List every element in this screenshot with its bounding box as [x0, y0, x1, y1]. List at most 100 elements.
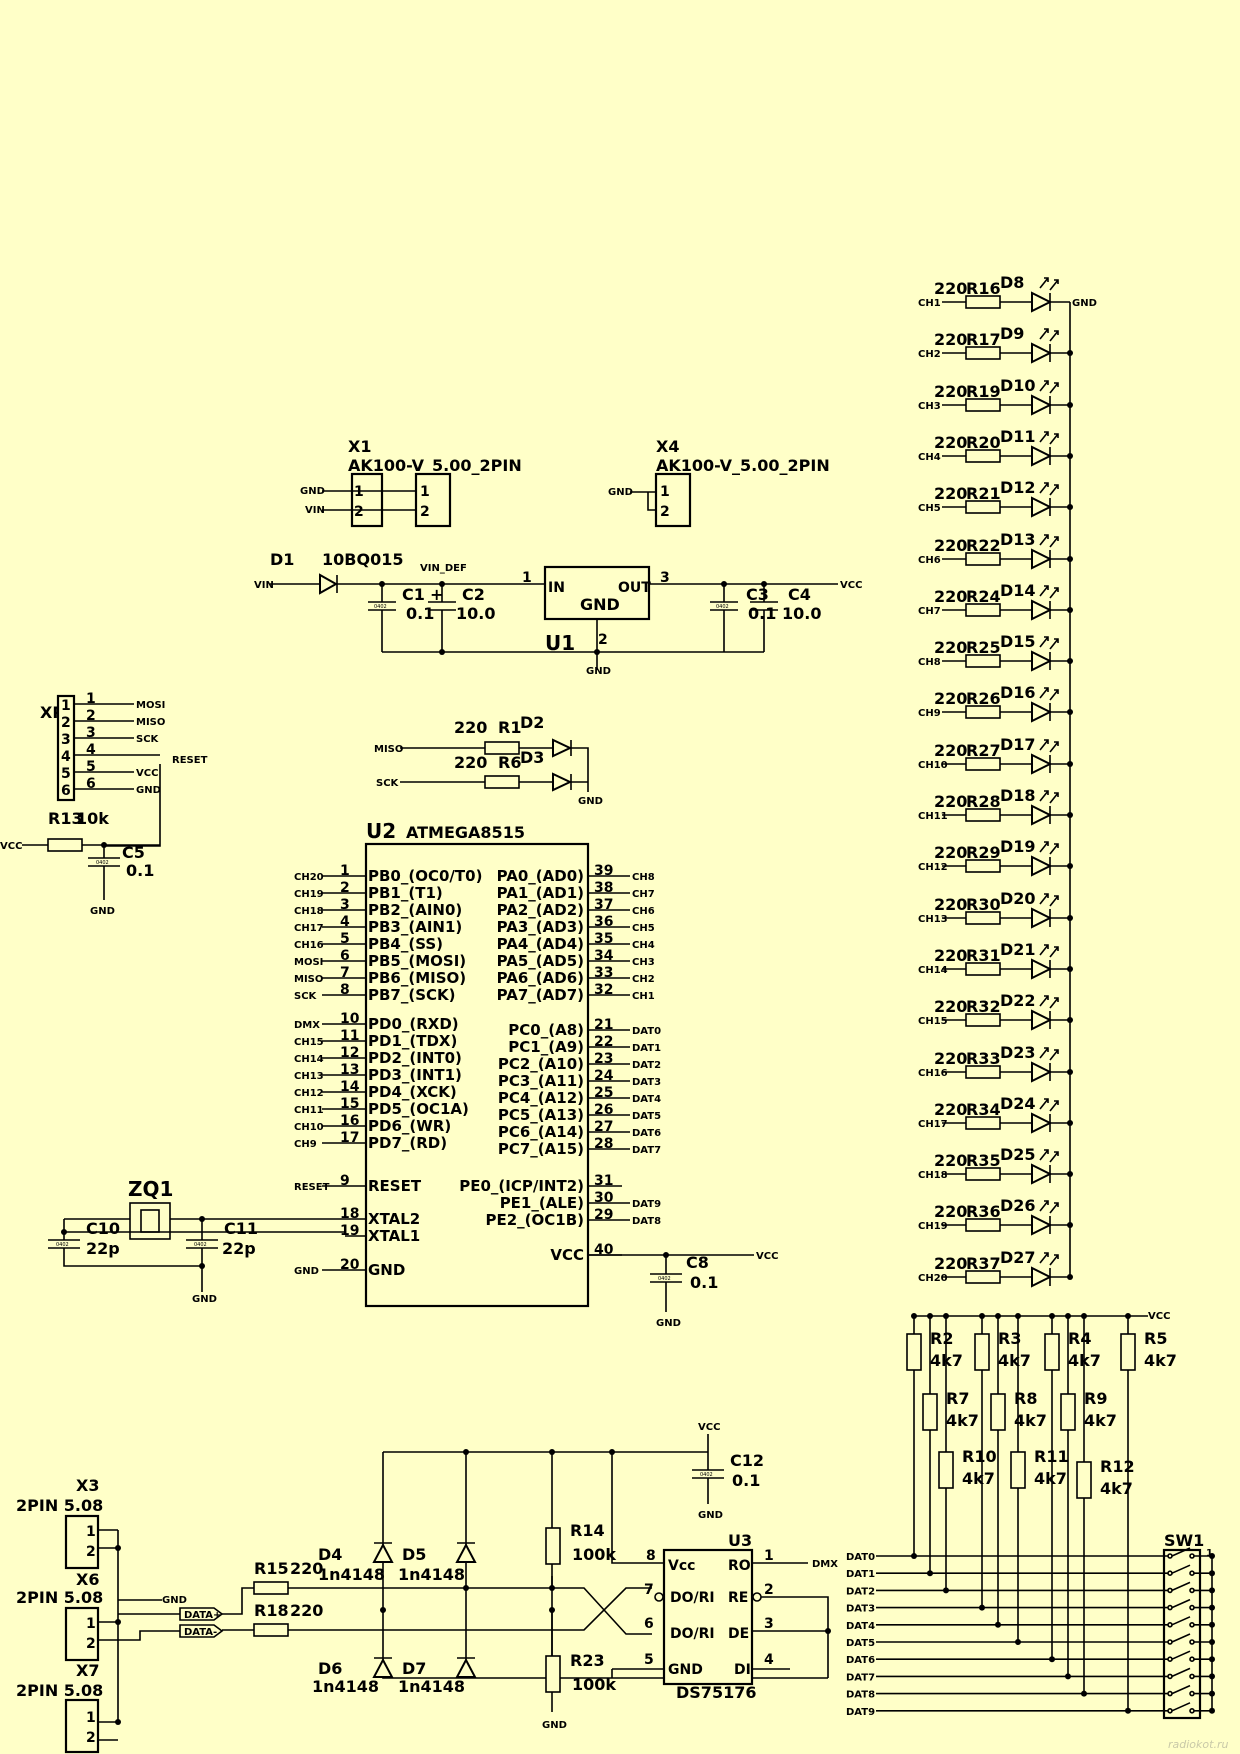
svg-text:2: 2	[86, 1636, 96, 1652]
pullup-ref: R3	[998, 1329, 1021, 1348]
led-diode	[1031, 753, 1053, 775]
x7-body	[64, 1698, 100, 1754]
u3-num-di: 4	[764, 1652, 774, 1668]
led-resistor	[965, 1116, 1001, 1130]
c10-value: 22p	[86, 1239, 120, 1258]
c12-ref: C12	[730, 1451, 764, 1470]
c5-value: 0.1	[126, 861, 154, 880]
pullup-ref: R8	[1014, 1389, 1037, 1408]
led-diode-ref: D18	[1000, 786, 1036, 805]
mcu-pin-num: 22	[594, 1034, 613, 1050]
mcu-pin-name: PB3_(AIN1)	[368, 918, 462, 936]
pullup-resistor	[906, 1333, 922, 1371]
x1-pin-1: 1	[354, 484, 364, 500]
mcu-pin-net: CH13	[294, 1071, 324, 1082]
mcu-pin-name: PE2_(OC1B)	[485, 1211, 584, 1229]
c8-value: 0.1	[690, 1273, 718, 1292]
led-channel-label: CH7	[918, 606, 941, 617]
led-resistor	[965, 859, 1001, 873]
led-diode-ref: D21	[1000, 940, 1036, 959]
d7-ref: D7	[402, 1659, 426, 1678]
x1-ref: X1	[348, 437, 371, 456]
mcu-pin-net: MISO	[294, 974, 323, 985]
r23-value: 100k	[572, 1675, 616, 1694]
led-resistor-value: 220	[934, 1151, 967, 1170]
pullup-resistor	[1010, 1451, 1026, 1489]
led-resistor-ref: R27	[966, 741, 1001, 760]
r14-value: 100k	[572, 1545, 616, 1564]
led-resistor	[965, 1167, 1001, 1181]
mcu-pin-net: CH5	[632, 923, 655, 934]
led-channel-label: CH17	[918, 1119, 948, 1130]
led-resistor-value: 220	[934, 279, 967, 298]
dmx-gnd: GND	[162, 1595, 187, 1606]
dip-net-label: DAT6	[846, 1655, 875, 1666]
u3-num-ro: 1	[764, 1548, 774, 1564]
r15-value: 220	[290, 1559, 323, 1578]
led-diode-ref: D9	[1000, 324, 1024, 343]
led-resistor-ref: R25	[966, 638, 1001, 657]
mcu-pin-name: PA5_(AD5)	[497, 952, 584, 970]
mcu-pin-name: PD5_(OC1A)	[368, 1100, 469, 1118]
led-diode-ref: D17	[1000, 735, 1036, 754]
mcu-pin-num: 26	[594, 1102, 613, 1118]
svg-text:1: 1	[86, 1524, 96, 1540]
mcu-pin-net: CH4	[632, 940, 655, 951]
u3-num-dori2: 6	[644, 1616, 654, 1632]
mcu-pin-net: DAT9	[632, 1199, 661, 1210]
led-resistor	[965, 808, 1001, 822]
mcu-pin-name: PC3_(A11)	[498, 1072, 584, 1090]
mcu-pin-net: DAT5	[632, 1111, 661, 1122]
u3-ref: U3	[728, 1531, 752, 1550]
mcu-pin-name: PA1_(AD1)	[497, 884, 584, 902]
u3-pin-re: RE	[728, 1590, 748, 1606]
u2-part: ATMEGA8515	[406, 823, 525, 842]
led-resistor-value: 220	[934, 1254, 967, 1273]
led-diode-ref: D27	[1000, 1248, 1036, 1267]
sw1-pin-1: 1	[1206, 1548, 1213, 1559]
vin-label: VIN	[254, 580, 274, 591]
led-resistor-ref: R37	[966, 1254, 1001, 1273]
x3-body	[64, 1514, 100, 1570]
led-diode	[1031, 342, 1053, 364]
mcu-pin-num: 28	[594, 1136, 613, 1152]
mcu-pin-name: PC7_(A15)	[498, 1140, 584, 1158]
led-resistor	[965, 1218, 1001, 1232]
u3-pin-ro: RO	[728, 1558, 751, 1574]
d6-ref: D6	[318, 1659, 342, 1678]
xp1-pin-label: 4	[86, 742, 96, 758]
led-resistor-ref: R31	[966, 946, 1001, 965]
mcu-pin-name: PC0_(A8)	[508, 1021, 584, 1039]
u1-in: IN	[548, 580, 565, 596]
svg-text:2: 2	[86, 1544, 96, 1560]
c8-vcc: VCC	[756, 1251, 778, 1262]
xp1-net: MISO	[136, 717, 165, 728]
mcu-pin-net: CH20	[294, 872, 324, 883]
mcu-pin-name: PC4_(A12)	[498, 1089, 584, 1107]
xp1-pin-label: 2	[86, 708, 96, 724]
dip-net-label: DAT3	[846, 1604, 875, 1615]
u2-body	[364, 842, 590, 1308]
led-resistor	[965, 552, 1001, 566]
x1-mate	[414, 472, 452, 528]
mcu-pin-name: PA4_(AD4)	[497, 935, 584, 953]
led-resistor-ref: R29	[966, 843, 1001, 862]
mcu-pin-num: 24	[594, 1068, 614, 1084]
led-resistor	[965, 1013, 1001, 1027]
dip-net-label: DAT9	[846, 1707, 875, 1718]
u1-pin-in: 1	[522, 570, 532, 586]
u3-pin-gnd: GND	[668, 1662, 703, 1678]
mcu-pin-name: PB0_(OC0/T0)	[368, 867, 482, 885]
xp1-net: GND	[136, 785, 161, 796]
mcu-pin-num: 10	[340, 1011, 360, 1027]
mcu-pin-name: PD6_(WR)	[368, 1117, 451, 1135]
mcu-pin-net: MOSI	[294, 957, 323, 968]
svg-text:0402: 0402	[96, 860, 109, 866]
mcu-pin-net: DAT1	[632, 1043, 661, 1054]
mcu-pin-name: RESET	[368, 1177, 422, 1195]
led-channel-label: CH11	[918, 811, 948, 822]
pullup-resistor	[922, 1393, 938, 1431]
xp1-body	[56, 694, 76, 802]
